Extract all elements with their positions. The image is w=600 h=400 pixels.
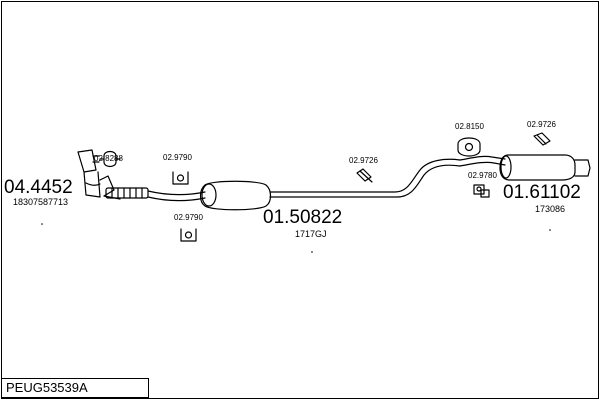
clamp-front-drawing (99, 150, 121, 168)
hanger-c-label: 02.9726 (349, 156, 378, 165)
rear-silencer-ref: 173086 (535, 204, 566, 214)
hanger-a-drawing (172, 171, 189, 185)
pipe-rear-lower (459, 161, 506, 167)
flex-section-drawing (105, 187, 149, 199)
hanger-d-drawing (457, 137, 481, 157)
middle-silencer-number: 01.50822 (263, 207, 343, 228)
hanger-d-label: 02.8150 (455, 122, 484, 131)
rear-silencer-number: 01.61102 (503, 182, 581, 203)
hanger-b-drawing (180, 228, 197, 242)
hanger-e-label: 02.9726 (527, 120, 556, 129)
pipe-front-middle (147, 190, 206, 196)
pipe-middle-rear (269, 158, 461, 193)
rear-silencer-drawing (499, 154, 591, 181)
pipe-middle-rear-lower (269, 164, 461, 198)
hanger-b-label: 02.9790 (174, 213, 203, 222)
diagram-code: PEUG53539A (6, 380, 88, 395)
middle-silencer-drawing (199, 180, 272, 211)
clamp-front-label: 02.8288 (94, 154, 123, 163)
hanger-c-drawing (356, 168, 373, 183)
hanger-f-drawing (473, 184, 490, 198)
front-pipe-ref: 18307587713 (13, 197, 69, 207)
hanger-a-label: 02.9790 (163, 153, 192, 162)
pipe-rear-upper (459, 155, 506, 161)
pipe-front-middle-lower (147, 196, 206, 202)
diagram-code-box: PEUG53539A (1, 378, 149, 398)
front-pipe-number: 04.4452 (4, 177, 73, 198)
hanger-f-label: 02.9780 (468, 171, 497, 180)
hanger-e-drawing (533, 132, 551, 146)
middle-silencer-ref: 1717GJ (295, 229, 327, 239)
